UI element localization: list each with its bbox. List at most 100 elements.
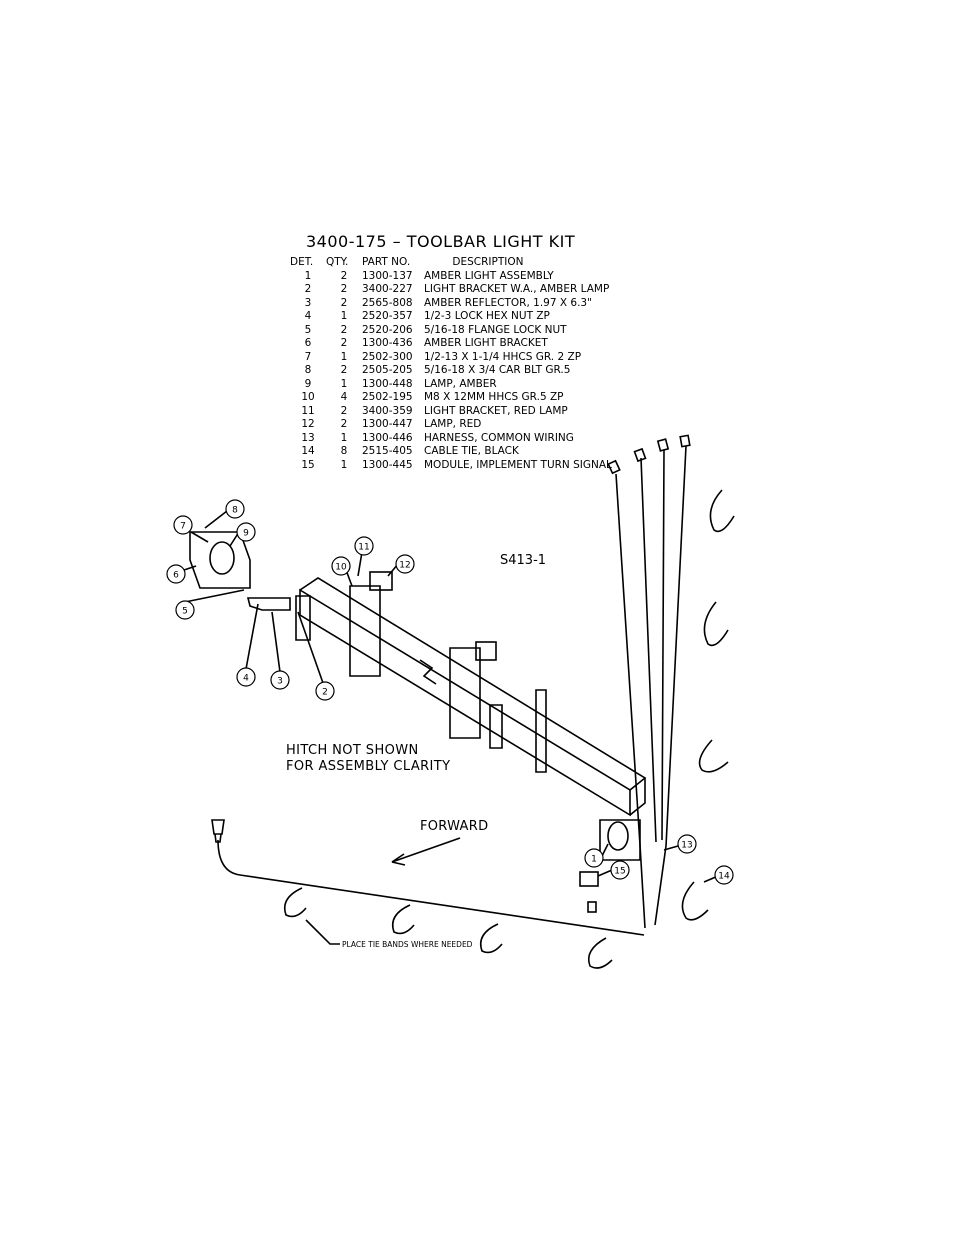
harness-main-run (217, 839, 645, 936)
callout-balloon (225, 499, 245, 519)
callout-number: 3 (277, 677, 283, 687)
amber-reflector (246, 597, 291, 611)
cell-part-no: 2502-195 (362, 391, 413, 403)
amber-lamp (209, 541, 235, 575)
cable-tie (391, 904, 415, 935)
toolbar-beam-end (629, 778, 646, 816)
light-bracket (295, 595, 311, 641)
cell-description: M8 X 12MM HHCS GR.5 ZP (424, 391, 564, 403)
hitch-note-line2: FOR ASSEMBLY CLARITY (286, 759, 450, 774)
cell-description: LAMP, AMBER (424, 377, 497, 390)
cell-det: 6 (304, 337, 312, 349)
cell-det: 5 (304, 323, 312, 336)
callout-balloon (677, 834, 697, 854)
cell-det: 2 (304, 283, 312, 295)
turn-signal-module (579, 871, 599, 887)
callout-number: 1 (591, 855, 597, 865)
table-row: 5 2 2520-206 5/16-18 FLANGE LOCK NUT (290, 324, 612, 338)
callout-balloon (610, 860, 630, 880)
amber-lamp (607, 821, 629, 851)
cell-det: 15 (301, 458, 315, 471)
callout-number: 14 (718, 872, 730, 882)
callout-balloon (714, 865, 734, 885)
kit-title: 3400-175 – TOOLBAR LIGHT KIT (306, 232, 576, 251)
header-description: DESCRIPTION (452, 256, 524, 268)
cable-tie (709, 489, 735, 533)
cell-description: 1/2-13 X 1-1/4 HHCS GR. 2 ZP (424, 350, 582, 363)
forward-arrow (391, 837, 461, 863)
cell-description: LIGHT BRACKET, RED LAMP (424, 404, 568, 417)
header-det: DET. (290, 256, 314, 268)
cell-part-no: 2520-357 (362, 310, 413, 322)
mounting-plate (535, 689, 547, 773)
parts-list-header-row: DET. QTY. PART NO. DESCRIPTION (290, 256, 612, 270)
cell-part-no: 2520-206 (362, 323, 413, 336)
cable-tie (587, 937, 613, 969)
cell-part-no: 1300-446 (362, 431, 413, 444)
drawing-number: S413-1 (500, 553, 546, 568)
cell-det: 13 (301, 431, 315, 444)
cell-description: 5/16-18 X 3/4 CAR BLT GR.5 (424, 364, 571, 376)
tie-band-note: PLACE TIE BANDS WHERE NEEDED (342, 940, 473, 949)
callout-number: 10 (335, 563, 347, 573)
cable-tie (283, 887, 307, 918)
cell-description: AMBER REFLECTOR, 1.97 X 6.3" (424, 296, 592, 309)
callout-balloon (236, 522, 256, 542)
harness-wire (654, 445, 687, 926)
cell-det: 9 (304, 377, 312, 390)
cell-det: 10 (301, 391, 315, 403)
hitch-note-line1: HITCH NOT SHOWN (286, 743, 419, 758)
callout-balloon (315, 681, 335, 701)
cell-qty: 2 (340, 404, 348, 417)
cell-part-no: 3400-227 (362, 283, 413, 295)
cell-description: MODULE, IMPLEMENT TURN SIGNAL (424, 458, 612, 471)
callout-number: 4 (243, 674, 249, 684)
callout-number: 12 (399, 561, 410, 571)
callout-leader (663, 845, 679, 851)
cell-det: 3 (304, 296, 312, 309)
cell-qty: 2 (340, 283, 348, 295)
cell-qty: 1 (340, 458, 348, 471)
cell-part-no: 1300-137 (362, 269, 413, 282)
cell-det: 12 (301, 418, 315, 430)
callout-number: 8 (232, 506, 238, 516)
tie-band-leader (305, 919, 340, 945)
light-bracket (489, 704, 503, 749)
cell-description: AMBER LIGHT BRACKET (424, 337, 548, 349)
callout-leader (357, 551, 363, 577)
cell-det: 7 (304, 350, 312, 363)
callout-balloon (236, 667, 256, 687)
cell-qty: 2 (340, 323, 348, 336)
callout-leader (597, 869, 613, 877)
wire-connector (633, 447, 647, 463)
cell-part-no: 1300-448 (362, 377, 413, 390)
cell-description: AMBER LIGHT ASSEMBLY (424, 269, 554, 282)
callout-balloon (395, 554, 415, 574)
cell-description: 5/16-18 FLANGE LOCK NUT (424, 323, 567, 336)
callout-number: 5 (182, 607, 188, 617)
cell-qty: 2 (340, 364, 348, 376)
cell-det: 1 (304, 269, 312, 282)
red-lamp (475, 641, 497, 661)
callout-leader (184, 589, 245, 603)
header-qty: QTY. (326, 256, 349, 268)
plug-connector (211, 819, 225, 843)
cell-part-no: 2515-405 (362, 445, 413, 457)
callout-number: 6 (173, 571, 179, 581)
cell-qty: 2 (340, 418, 348, 430)
callout-number: 11 (358, 543, 369, 553)
light-bracket-red (449, 647, 481, 739)
callout-balloon (354, 536, 374, 556)
callout-balloon (331, 556, 351, 576)
toolbar-beam-top (299, 577, 647, 791)
red-lamp (369, 571, 393, 591)
